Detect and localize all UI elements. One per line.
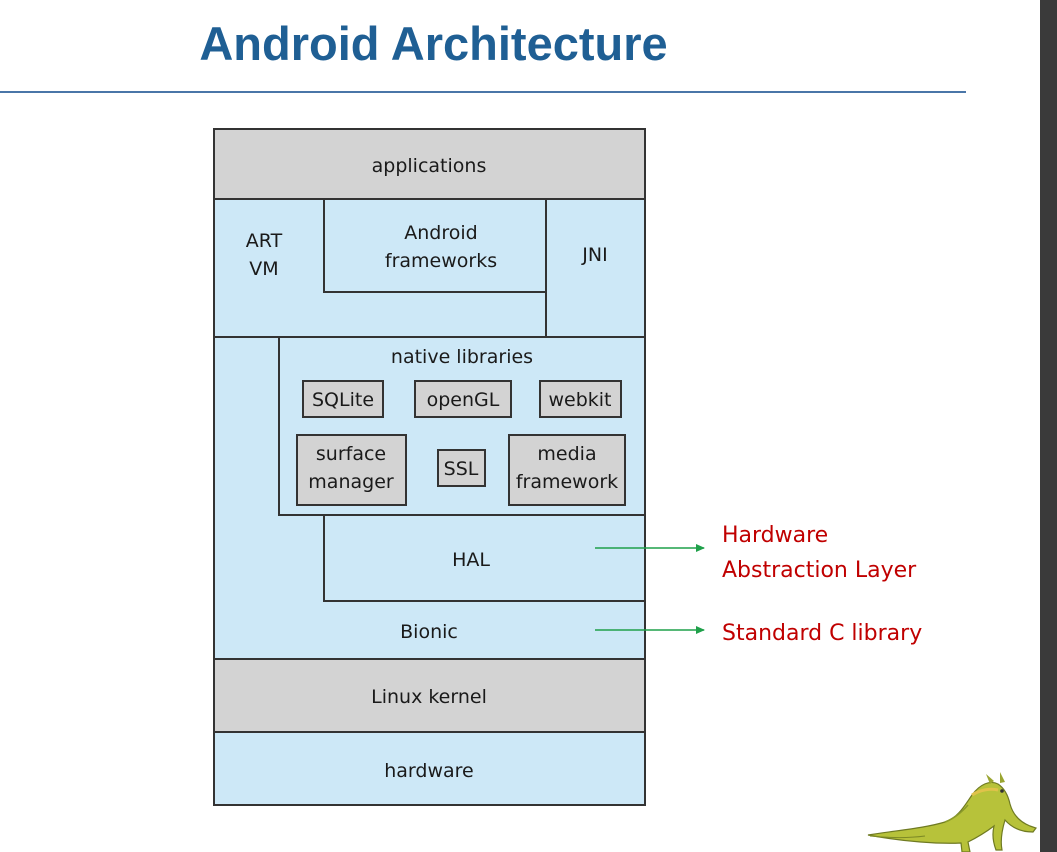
art-vm-label-line1: ART: [246, 230, 283, 252]
media-framework-box: [508, 434, 626, 506]
hardware-label: hardware: [384, 760, 474, 782]
surface-manager-box: [296, 434, 407, 506]
media-framework-label-line2: framework: [516, 471, 618, 493]
ssl-label: SSL: [444, 458, 479, 480]
surface-manager-label-line2: manager: [308, 471, 394, 493]
sqlite-label: SQLite: [312, 389, 374, 411]
opengl-label: openGL: [427, 389, 500, 411]
art-vm-label-line2: VM: [249, 258, 278, 280]
hal-annotation-line2: Abstraction Layer: [722, 558, 917, 583]
hardware-layer: [214, 732, 645, 805]
hal-annotation-line1: Hardware: [722, 523, 828, 548]
hal-border: [323, 515, 645, 602]
applications-layer: [214, 129, 645, 199]
linux-kernel-label: Linux kernel: [371, 686, 487, 708]
stack-outline: [213, 128, 646, 806]
native-libraries-label: native libraries: [391, 346, 533, 368]
bionic-label: Bionic: [400, 621, 458, 643]
opengl-box: [414, 380, 512, 418]
webkit-box: [539, 380, 622, 418]
jni-label: JNI: [581, 244, 607, 266]
ssl-box: [437, 449, 486, 487]
surface-manager-label-line1: surface: [316, 443, 386, 465]
frameworks-border: [323, 199, 546, 293]
frameworks-label-line2: frameworks: [385, 250, 497, 272]
sqlite-box: [302, 380, 384, 418]
title-divider: [0, 91, 966, 93]
webkit-label: webkit: [548, 389, 611, 411]
bionic-annotation: Standard C library: [722, 621, 922, 646]
dinosaur-mascot-icon: [867, 772, 1037, 852]
side-bar: [1040, 0, 1057, 852]
hal-label: HAL: [452, 549, 490, 571]
applications-label: applications: [372, 155, 487, 177]
page-title: Android Architecture: [199, 17, 668, 70]
linux-kernel-layer: [214, 659, 645, 732]
frameworks-label-line1: Android: [404, 222, 477, 244]
media-framework-label-line1: media: [537, 443, 596, 465]
native-libraries-border: [278, 337, 645, 516]
middle-layers-bg: [214, 199, 645, 659]
